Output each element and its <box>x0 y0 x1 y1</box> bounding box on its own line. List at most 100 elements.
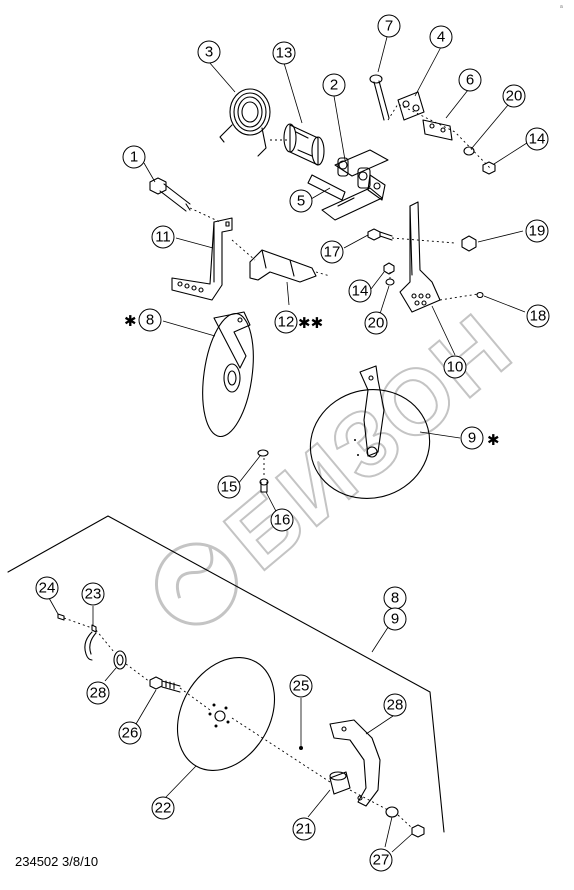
svg-text:7: 7 <box>385 18 393 35</box>
washer-20-mid <box>385 278 395 286</box>
pin-25 <box>299 746 303 750</box>
svg-text:20: 20 <box>368 315 385 332</box>
svg-text:3: 3 <box>205 44 213 61</box>
callout-10: 10 <box>443 355 467 379</box>
washer-15 <box>257 449 269 457</box>
svg-text:28: 28 <box>387 697 404 714</box>
callout-12-stars: ✱✱ <box>298 315 323 332</box>
callout-19: 19 <box>525 219 549 243</box>
callout-26: 26 <box>118 721 142 745</box>
svg-text:4: 4 <box>437 29 445 46</box>
leader-lines <box>48 36 531 853</box>
seal-28-lower <box>113 650 127 670</box>
arm-bracket-11 <box>171 217 233 301</box>
callout-12: 12 <box>274 310 298 334</box>
callout-18: 18 <box>526 304 550 328</box>
callout-3: 3 <box>197 40 221 64</box>
callout-14-top: 14 <box>525 127 549 151</box>
spring-part <box>219 88 271 157</box>
link-plate-4 <box>397 91 425 121</box>
svg-text:8: 8 <box>391 590 399 607</box>
document-code: 234502 3/8/10 <box>15 854 98 869</box>
assembly-axes-upper <box>189 103 491 478</box>
svg-text:28: 28 <box>90 685 107 702</box>
nut-18 <box>476 291 484 299</box>
svg-text:9: 9 <box>391 611 399 628</box>
watermark: БИЗОН <box>154 294 532 626</box>
callout-8-lower: 8 <box>383 586 407 610</box>
callout-1: 1 <box>122 145 146 169</box>
spacer-21 <box>329 771 351 795</box>
callout-9: 9 <box>460 426 484 450</box>
callout-20-mid: 20 <box>364 311 388 335</box>
bolt-1 <box>149 177 191 212</box>
callout-14-mid: 14 <box>348 279 372 303</box>
svg-text:16: 16 <box>274 512 291 529</box>
u-bracket-12 <box>249 249 317 283</box>
bushing-part <box>283 123 325 166</box>
callout-22: 22 <box>151 796 175 820</box>
svg-text:2: 2 <box>330 77 338 94</box>
callout-5: 5 <box>289 189 313 213</box>
callout-2: 2 <box>322 73 346 97</box>
svg-text:12: 12 <box>278 314 295 331</box>
nut-14-mid <box>383 262 395 275</box>
callout-25: 25 <box>289 674 313 698</box>
arm-bracket-10 <box>399 201 441 313</box>
svg-text:24: 24 <box>39 580 56 597</box>
svg-text:6: 6 <box>466 72 474 89</box>
svg-text:11: 11 <box>155 229 171 246</box>
svg-text:26: 26 <box>122 725 139 742</box>
callout-23: 23 <box>81 582 105 606</box>
callout-28-lower-left: 28 <box>86 681 110 705</box>
svg-text:5: 5 <box>297 193 305 210</box>
bolt-7 <box>369 74 390 121</box>
nut-14-top <box>482 161 496 175</box>
svg-text:19: 19 <box>529 223 546 240</box>
svg-text:21: 21 <box>296 821 313 838</box>
svg-text:1: 1 <box>130 149 138 166</box>
callout-13: 13 <box>272 41 296 65</box>
svg-text:10: 10 <box>447 359 464 376</box>
washer-20-top <box>463 146 475 156</box>
svg-text:23: 23 <box>85 586 102 603</box>
callout-7: 7 <box>377 14 401 38</box>
callout-28-lower-right: 28 <box>383 693 407 717</box>
hinge-bracket-part <box>307 149 389 221</box>
callout-24: 24 <box>35 576 59 600</box>
svg-text:18: 18 <box>530 308 547 325</box>
svg-text:20: 20 <box>506 88 523 105</box>
callout-4: 4 <box>429 25 453 49</box>
arm-28-lower <box>329 719 381 807</box>
svg-text:25: 25 <box>293 678 310 695</box>
svg-text:8: 8 <box>146 312 154 329</box>
svg-text:15: 15 <box>221 479 238 496</box>
callout-6: 6 <box>458 68 482 92</box>
callout-21: 21 <box>292 817 316 841</box>
grease-tube-23 <box>84 624 97 661</box>
callout-27: 27 <box>369 848 393 872</box>
svg-text:9: 9 <box>468 430 476 447</box>
bearing-part-24 <box>57 613 65 621</box>
callout-16: 16 <box>270 508 294 532</box>
callout-20-top: 20 <box>502 84 526 108</box>
svg-text:14: 14 <box>529 131 546 148</box>
callout-8-star: ✱ <box>124 313 137 330</box>
callout-9-star: ✱ <box>487 432 500 449</box>
callout-8: 8 <box>138 308 162 332</box>
plate-6 <box>422 119 453 141</box>
corner-mark: a <box>560 4 563 10</box>
disc-22 <box>176 657 276 771</box>
svg-text:13: 13 <box>276 45 293 62</box>
svg-text:14: 14 <box>352 283 369 300</box>
bolt-17 <box>367 228 393 241</box>
callout-9-lower: 9 <box>383 607 407 631</box>
callout-15: 15 <box>217 475 241 499</box>
callout-17: 17 <box>320 240 344 264</box>
disc-9 <box>309 365 431 499</box>
nut-27 <box>385 806 425 838</box>
nut-19 <box>461 235 477 252</box>
disc-8 <box>202 311 254 438</box>
